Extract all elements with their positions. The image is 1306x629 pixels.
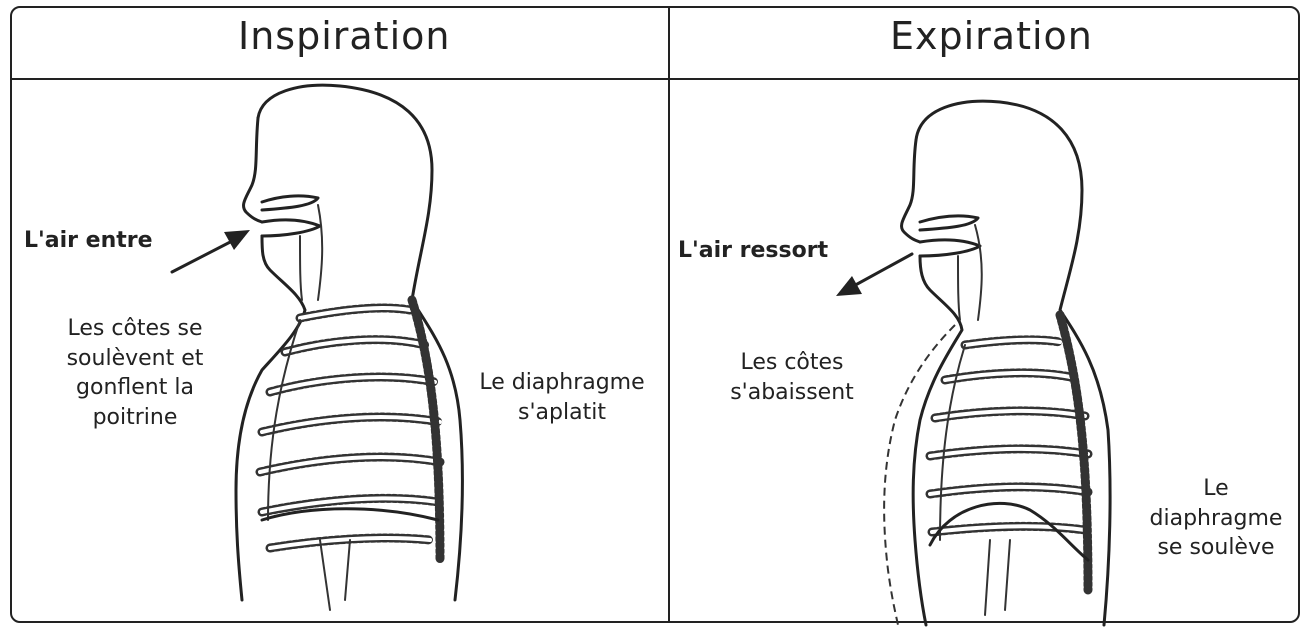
diaphragm-flattens-line-1: Le diaphragme: [462, 368, 662, 398]
arrow-in-icon: [172, 230, 250, 272]
inspiration-body-figure: [236, 85, 462, 610]
ribs-lower-line-2: s'abaissent: [712, 378, 872, 408]
diaphragm-flattens-label: Le diaphragme s'aplatit: [462, 368, 662, 427]
diaphragm-rises-line-3: se soulève: [1128, 533, 1304, 563]
ribs-lower-label: Les côtes s'abaissent: [712, 348, 872, 407]
diaphragm-rises-line-1: Le: [1128, 474, 1304, 504]
diaphragm-rises-line-2: diaphragme: [1128, 504, 1304, 534]
arrow-out-icon: [836, 254, 912, 296]
ribs-rise-line-3: gonflent la: [40, 373, 230, 403]
air-enters-label: L'air entre: [24, 226, 153, 256]
air-exits-label: L'air ressort: [678, 236, 828, 266]
ribs-rise-line-2: soulèvent et: [40, 344, 230, 374]
diaphragm-rises-label: Le diaphragme se soulève: [1128, 474, 1304, 563]
ribs-rise-line-4: poitrine: [40, 403, 230, 433]
diaphragm-flattens-line-2: s'aplatit: [462, 398, 662, 428]
ribs-rise-label: Les côtes se soulèvent et gonflent la po…: [40, 314, 230, 433]
ribs-rise-line-1: Les côtes se: [40, 314, 230, 344]
expiration-body-figure: [884, 101, 1110, 625]
ribs-lower-line-1: Les côtes: [712, 348, 872, 378]
